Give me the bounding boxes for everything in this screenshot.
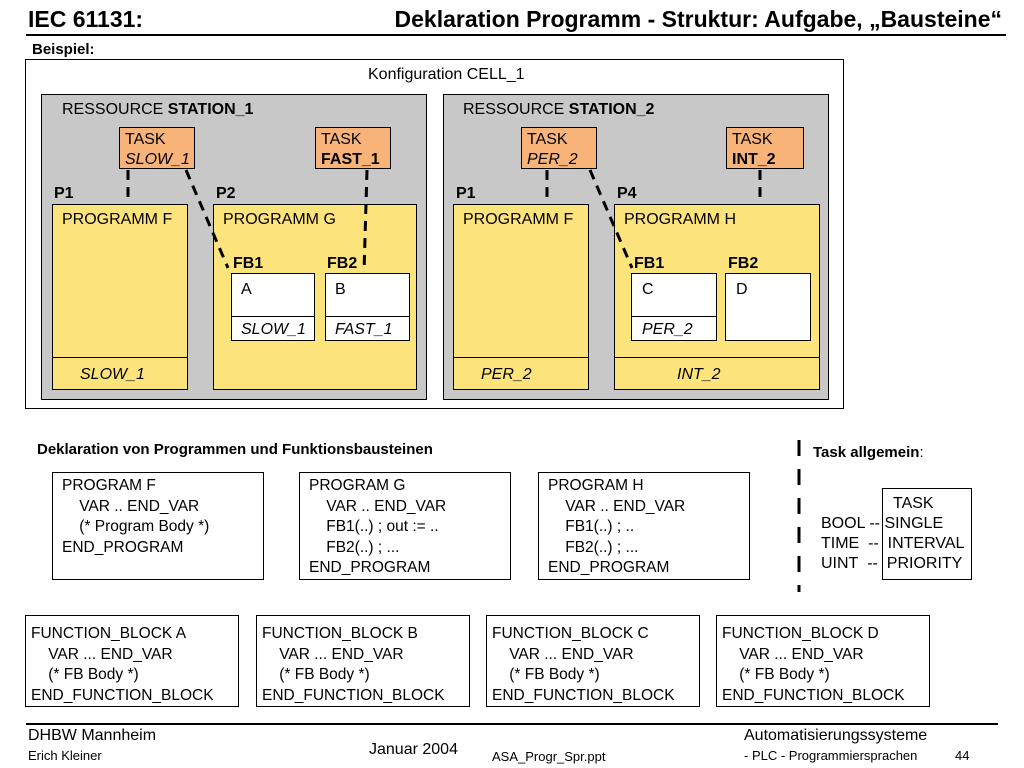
divider bbox=[631, 316, 717, 317]
task-attribute-row: BOOL -- SINGLE bbox=[821, 515, 944, 532]
task-name: INT_2 bbox=[732, 151, 776, 168]
footer-page-number: 44 bbox=[955, 748, 970, 763]
task-keyword: TASK bbox=[732, 131, 773, 148]
fb-label-fb2: FB2 bbox=[327, 255, 358, 272]
fb-label-fb1: FB1 bbox=[233, 255, 264, 272]
function-block-name: C bbox=[642, 281, 654, 298]
program-task-label: INT_2 bbox=[677, 366, 721, 383]
footer-course: Automatisierungssysteme bbox=[744, 727, 928, 744]
divider bbox=[231, 316, 315, 317]
task-keyword: TASK bbox=[321, 131, 362, 148]
fb-label-fb1: FB1 bbox=[634, 255, 665, 272]
program-task-label: PER_2 bbox=[481, 366, 532, 383]
function-block-c bbox=[631, 273, 717, 341]
program-slot-p2: P2 bbox=[216, 185, 236, 202]
program-title: PROGRAMM H bbox=[624, 211, 736, 228]
header-left-title: IEC 61131: bbox=[28, 6, 144, 32]
program-f-station-1 bbox=[52, 204, 188, 390]
program-task-label: SLOW_1 bbox=[80, 366, 145, 383]
task-structure-box bbox=[882, 488, 972, 580]
task-name: FAST_1 bbox=[321, 151, 380, 168]
program-h-declaration: PROGRAM H VAR .. END_VAR FB1(..) ; .. FB… bbox=[538, 472, 750, 580]
program-slot-p1: P1 bbox=[456, 185, 476, 202]
program-slot-p1: P1 bbox=[54, 185, 74, 202]
function-block-b-declaration: FUNCTION_BLOCK B VAR ... END_VAR (* FB B… bbox=[256, 615, 470, 707]
footer-divider bbox=[26, 723, 998, 725]
function-block-name: B bbox=[335, 281, 346, 298]
configuration-label: Konfiguration CELL_1 bbox=[368, 66, 525, 83]
task-int-2: TASK INT_2 bbox=[726, 127, 804, 169]
task-name: SLOW_1 bbox=[125, 151, 190, 168]
function-block-b bbox=[325, 273, 410, 341]
divider bbox=[325, 316, 410, 317]
configuration-frame bbox=[25, 59, 844, 409]
footer-file: ASA_Progr_Spr.ppt bbox=[492, 749, 606, 764]
task-fast-1: TASK FAST_1 bbox=[315, 127, 391, 169]
task-attribute-row: UINT -- PRIORITY bbox=[821, 555, 963, 572]
resource-station-2-title: RESSOURCE STATION_2 bbox=[463, 101, 655, 118]
program-f-declaration: PROGRAM F VAR .. END_VAR (* Program Body… bbox=[52, 472, 264, 580]
fb-label-fb2: FB2 bbox=[728, 255, 759, 272]
function-block-d-declaration: FUNCTION_BLOCK D VAR ... END_VAR (* FB B… bbox=[716, 615, 930, 707]
example-label: Beispiel: bbox=[32, 41, 95, 58]
resource-station-1-title: RESSOURCE STATION_1 bbox=[62, 101, 254, 118]
task-keyword: TASK bbox=[125, 131, 166, 148]
footer-topic: - PLC - Programmiersprachen bbox=[744, 748, 918, 763]
task-general-heading: Task allgemein: bbox=[813, 444, 924, 461]
function-block-a-declaration: FUNCTION_BLOCK A VAR ... END_VAR (* FB B… bbox=[25, 615, 239, 707]
program-title: PROGRAMM F bbox=[463, 211, 574, 228]
function-block-task: SLOW_1 bbox=[241, 321, 306, 338]
declarations-heading: Deklaration von Programmen und Funktions… bbox=[37, 441, 433, 458]
header-divider bbox=[26, 34, 1006, 36]
program-title: PROGRAMM F bbox=[62, 211, 173, 228]
task-attribute-row: TIME -- INTERVAL bbox=[821, 535, 965, 552]
task-structure-title: TASK bbox=[893, 495, 934, 512]
task-name: PER_2 bbox=[527, 151, 578, 168]
function-block-d bbox=[725, 273, 811, 341]
task-per-2: TASK PER_2 bbox=[521, 127, 597, 169]
footer-date: Januar 2004 bbox=[369, 741, 458, 758]
program-title: PROGRAMM G bbox=[223, 211, 336, 228]
divider bbox=[453, 357, 589, 358]
function-block-task: FAST_1 bbox=[335, 321, 393, 338]
footer-organization: DHBW Mannheim bbox=[28, 727, 157, 744]
program-f-station-2 bbox=[453, 204, 589, 390]
function-block-name: D bbox=[736, 281, 748, 298]
task-slow-1: TASK SLOW_1 bbox=[119, 127, 195, 169]
task-keyword: TASK bbox=[527, 131, 568, 148]
function-block-task: PER_2 bbox=[642, 321, 693, 338]
program-slot-p4: P4 bbox=[617, 185, 637, 202]
function-block-name: A bbox=[241, 281, 252, 298]
divider bbox=[614, 357, 820, 358]
footer-author: Erich Kleiner bbox=[28, 748, 102, 763]
divider bbox=[52, 357, 188, 358]
function-block-a bbox=[231, 273, 315, 341]
slide-title: Deklaration Programm - Struktur: Aufgabe… bbox=[394, 6, 1002, 32]
function-block-c-declaration: FUNCTION_BLOCK C VAR ... END_VAR (* FB B… bbox=[486, 615, 700, 707]
program-g-declaration: PROGRAM G VAR .. END_VAR FB1(..) ; out :… bbox=[299, 472, 511, 580]
